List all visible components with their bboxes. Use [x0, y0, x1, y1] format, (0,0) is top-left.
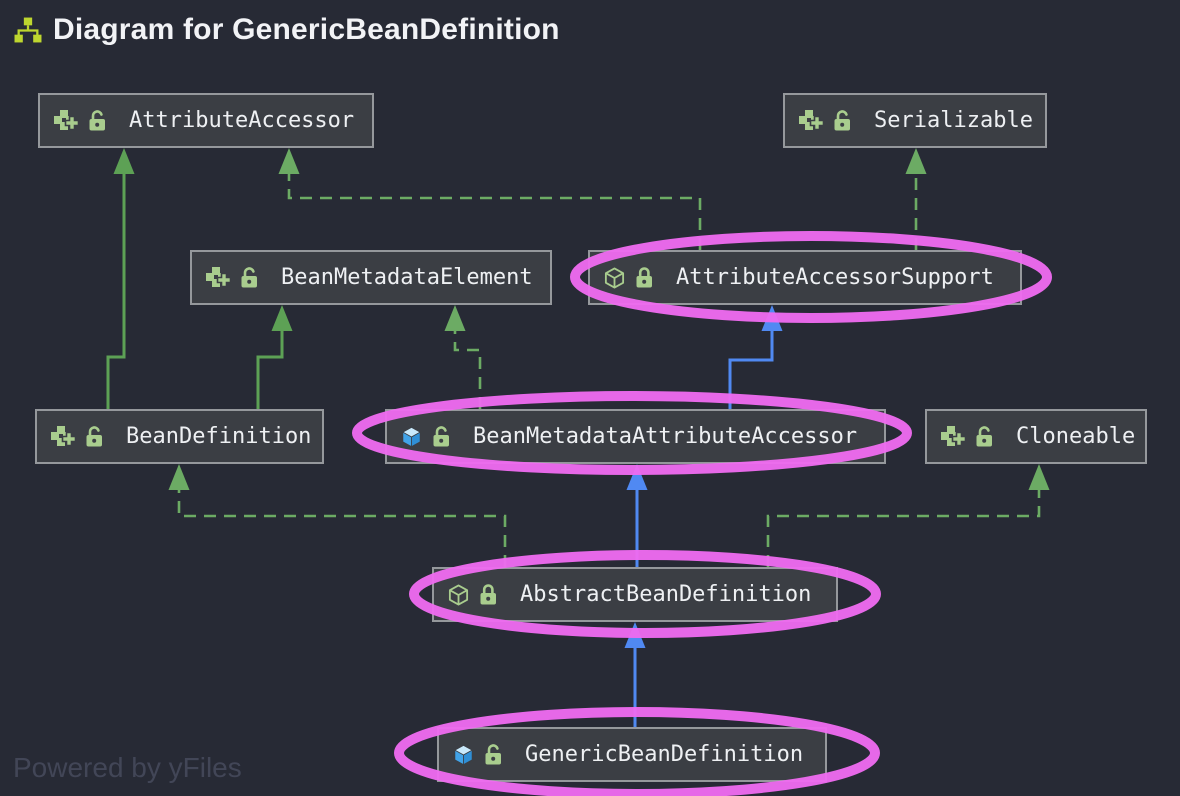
node-label: Cloneable [1016, 424, 1136, 449]
node-label: BeanMetadataAttributeAccessor [473, 424, 858, 449]
node-generic-bean-definition[interactable]: GenericBeanDefinition [437, 727, 827, 782]
edge-abstractbeandefinition-extends-beanmetadataattributeaccessor[interactable] [626, 464, 648, 567]
interface-icon [798, 109, 824, 132]
node-label: GenericBeanDefinition [525, 742, 804, 767]
abstract-class-icon [447, 583, 470, 607]
node-attribute-accessor-support[interactable]: AttributeAccessorSupport [588, 250, 1022, 305]
lock-closed-icon [479, 583, 498, 606]
hierarchy-icon [14, 17, 42, 43]
lock-open-icon [975, 425, 994, 448]
edge-attributeaccessorsupport-implements-attributeaccessor[interactable] [278, 148, 702, 250]
node-attribute-accessor[interactable]: AttributeAccessor [38, 93, 374, 148]
node-serializable[interactable]: Serializable [783, 93, 1047, 148]
node-label: AttributeAccessorSupport [676, 265, 994, 290]
node-label: BeanMetadataElement [281, 265, 533, 290]
edge-beanmetadataattributeaccessor-implements-beanmetadataelement[interactable] [444, 305, 482, 409]
interface-icon [50, 425, 76, 448]
interface-icon [53, 109, 79, 132]
class-icon [400, 425, 423, 449]
lock-closed-icon [635, 266, 654, 289]
edge-beanmetadataattributeaccessor-extends-attributeaccessorsupport[interactable] [728, 305, 783, 409]
edge-abstractbeandefinition-implements-beandefinition[interactable] [168, 464, 507, 567]
node-abstract-bean-definition[interactable]: AbstractBeanDefinition [432, 567, 838, 622]
edge-genericbeandefinition-extends-abstractbeandefinition[interactable] [624, 622, 646, 727]
yfiles-watermark: Powered by yFiles [13, 752, 242, 783]
node-label: BeanDefinition [126, 424, 312, 449]
lock-open-icon [833, 109, 852, 132]
lock-open-icon [85, 425, 104, 448]
node-label: AbstractBeanDefinition [520, 582, 812, 607]
node-bean-definition[interactable]: BeanDefinition [35, 409, 324, 464]
edge-beandefinition-extends-attributeaccessor[interactable] [106, 148, 135, 409]
lock-open-icon [240, 266, 259, 289]
page-title: Diagram for GenericBeanDefinition [53, 13, 560, 46]
edge-beandefinition-extends-beanmetadataelement[interactable] [256, 305, 293, 409]
edge-abstractbeandefinition-implements-cloneable[interactable] [766, 464, 1050, 567]
lock-open-icon [432, 425, 451, 448]
lock-open-icon [88, 109, 107, 132]
abstract-class-icon [603, 266, 626, 290]
lock-open-icon [484, 743, 503, 766]
interface-icon [205, 266, 231, 289]
class-icon [452, 743, 475, 767]
node-label: AttributeAccessor [129, 108, 355, 133]
node-label: Serializable [874, 108, 1033, 133]
diagram-header: Diagram for GenericBeanDefinition [14, 13, 560, 47]
edge-attributeaccessorsupport-implements-serializable[interactable] [905, 148, 927, 250]
node-cloneable[interactable]: Cloneable [925, 409, 1147, 464]
node-bean-metadata-element[interactable]: BeanMetadataElement [190, 250, 552, 305]
interface-icon [940, 425, 966, 448]
node-bean-metadata-attribute-accessor[interactable]: BeanMetadataAttributeAccessor [385, 409, 886, 464]
